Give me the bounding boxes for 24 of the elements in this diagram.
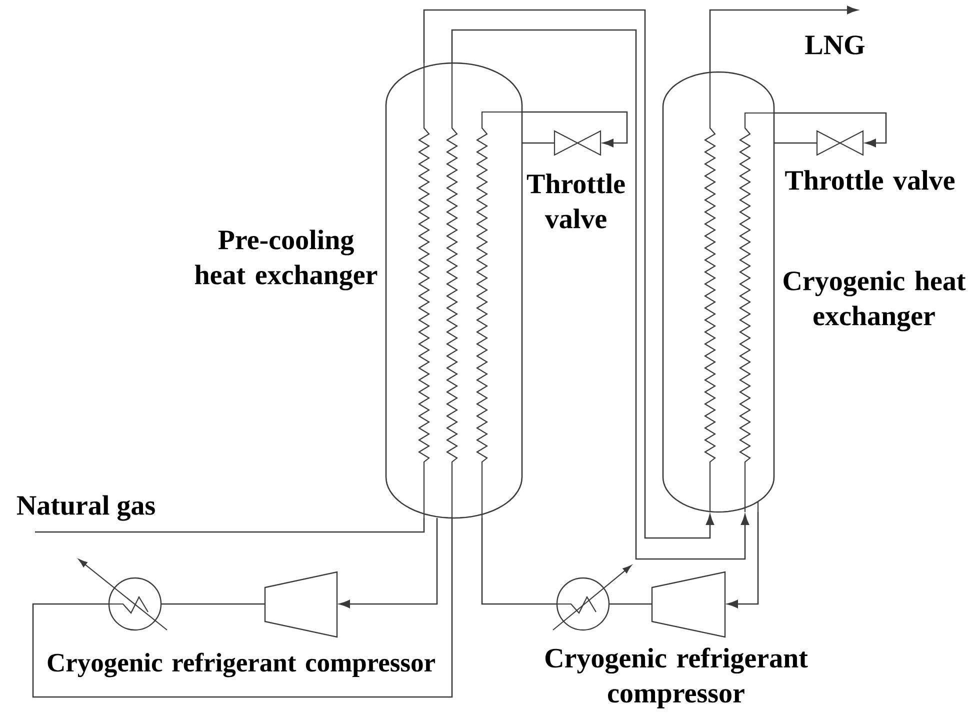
pipe xyxy=(522,111,628,148)
pipe xyxy=(451,29,750,560)
pipe xyxy=(774,112,887,148)
pipe xyxy=(32,518,453,698)
equipment-label: Cryogenic heat exchanger xyxy=(784,270,966,332)
pipe xyxy=(481,518,557,605)
pipe xyxy=(727,512,759,608)
pipe xyxy=(609,603,652,605)
pipe xyxy=(423,9,714,539)
pipe xyxy=(35,518,425,533)
pipe xyxy=(774,142,817,144)
compressor-label: Cryogenic refrigerant compressor xyxy=(48,652,435,678)
pipe xyxy=(709,6,858,72)
valve-label: Throttle valve xyxy=(526,174,625,228)
pipe xyxy=(522,142,554,144)
equipment-label: Pre-cooling heat exchanger xyxy=(194,230,378,290)
valve-label: Throttle valve xyxy=(785,170,955,190)
stream-label: Natural gas xyxy=(16,495,155,521)
cooler-symbol xyxy=(552,565,632,631)
compressor-label: Cryogenic refrigerant compressor xyxy=(545,648,808,708)
stream-label: LNG xyxy=(805,36,865,54)
pipe xyxy=(161,603,265,605)
pipe xyxy=(339,518,438,608)
cooler-symbol xyxy=(78,559,168,631)
